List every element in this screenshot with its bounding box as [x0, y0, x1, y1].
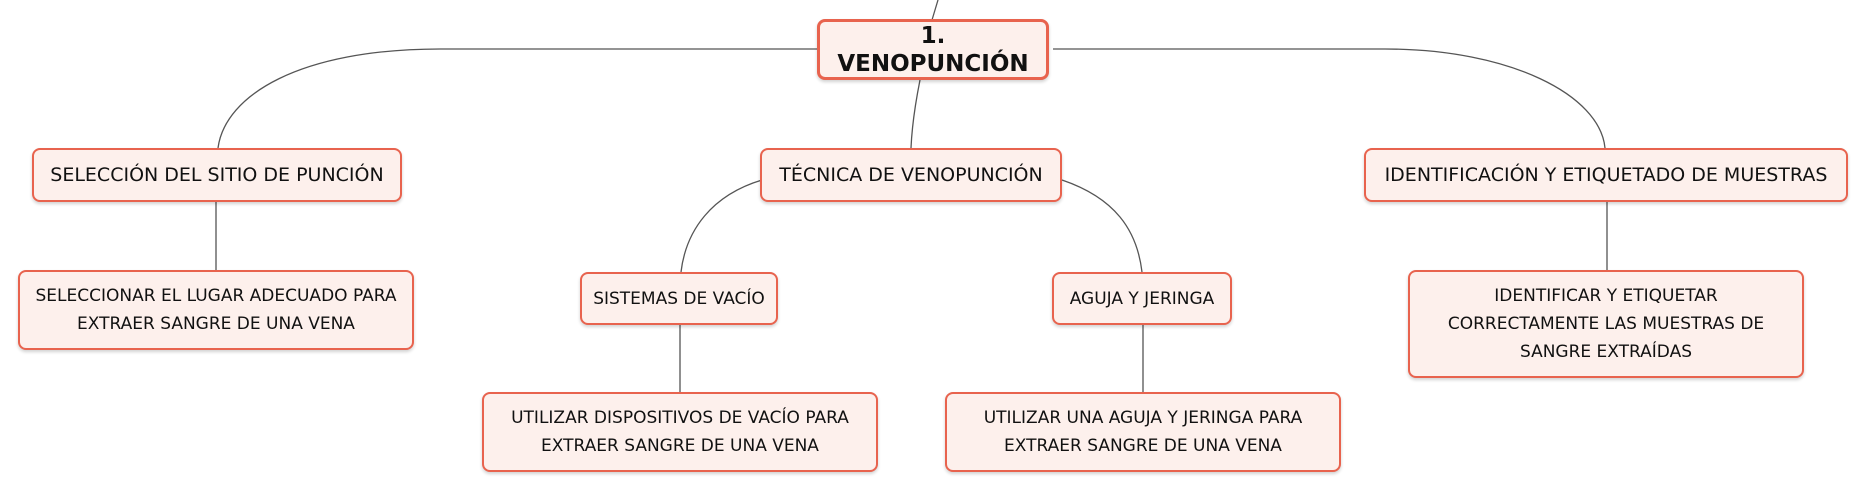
- subtopic-sistemas-vacio-label: SISTEMAS DE VACÍO: [593, 288, 765, 309]
- leaf-dispositivos-vacio-label: UTILIZAR DISPOSITIVOS DE VACÍO PARA EXTR…: [511, 408, 849, 456]
- topic-identificacion-etiquetado-label: IDENTIFICACIÓN Y ETIQUETADO DE MUESTRAS: [1384, 164, 1828, 186]
- subtopic-sistemas-vacio[interactable]: SISTEMAS DE VACÍO: [580, 272, 778, 325]
- topic-identificacion-etiquetado[interactable]: IDENTIFICACIÓN Y ETIQUETADO DE MUESTRAS: [1364, 148, 1848, 202]
- connector-root-to-tecnica: [910, 79, 921, 149]
- topic-seleccion-sitio[interactable]: SELECCIÓN DEL SITIO DE PUNCIÓN: [32, 148, 402, 202]
- topic-seleccion-sitio-label: SELECCIÓN DEL SITIO DE PUNCIÓN: [50, 164, 384, 186]
- subtopic-aguja-jeringa-label: AGUJA Y JERINGA: [1069, 288, 1215, 309]
- leaf-identificar-etiquetar-label: IDENTIFICAR Y ETIQUETAR CORRECTAMENTE LA…: [1447, 286, 1765, 362]
- leaf-identificar-etiquetar[interactable]: IDENTIFICAR Y ETIQUETAR CORRECTAMENTE LA…: [1408, 270, 1804, 378]
- root-node-label: 1. VENOPUNCIÓN: [837, 22, 1029, 77]
- topic-tecnica-venopuncion-label: TÉCNICA DE VENOPUNCIÓN: [779, 164, 1043, 186]
- leaf-seleccionar-lugar[interactable]: SELECCIONAR EL LUGAR ADECUADO PARA EXTRA…: [18, 270, 414, 350]
- connector-root-to-seleccion: [217, 48, 820, 149]
- leaf-aguja-jeringa[interactable]: UTILIZAR UNA AGUJA Y JERINGA PARA EXTRAE…: [945, 392, 1341, 472]
- leaf-aguja-jeringa-label: UTILIZAR UNA AGUJA Y JERINGA PARA EXTRAE…: [983, 408, 1303, 456]
- topic-tecnica-venopuncion[interactable]: TÉCNICA DE VENOPUNCIÓN: [760, 148, 1062, 202]
- connector-tecnica-to-aguja: [1061, 179, 1143, 273]
- root-node[interactable]: 1. VENOPUNCIÓN: [817, 19, 1049, 80]
- connector-root-parent: [931, 0, 939, 21]
- leaf-seleccionar-lugar-label: SELECCIONAR EL LUGAR ADECUADO PARA EXTRA…: [35, 286, 397, 334]
- connector-root-to-identificacion: [1053, 48, 1606, 149]
- leaf-dispositivos-vacio[interactable]: UTILIZAR DISPOSITIVOS DE VACÍO PARA EXTR…: [482, 392, 878, 472]
- connector-tecnica-to-vacio: [680, 179, 763, 273]
- subtopic-aguja-jeringa[interactable]: AGUJA Y JERINGA: [1052, 272, 1232, 325]
